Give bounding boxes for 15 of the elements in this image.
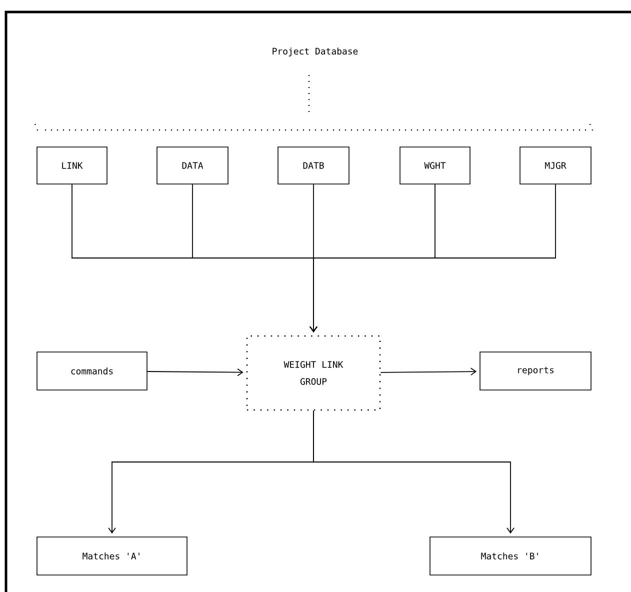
file-box: LINK — [36, 146, 108, 184]
output-box: reports — [480, 352, 592, 390]
input-box: commands — [36, 352, 148, 390]
file-box: DATB — [278, 146, 350, 184]
arrow — [146, 368, 244, 376]
output-box: Matches 'A' — [36, 536, 188, 576]
title-label: Project Database — [272, 48, 358, 56]
process-box: WEIGHT LINK GROUP — [246, 335, 381, 411]
output-box: Matches 'B' — [430, 536, 592, 576]
arrow — [310, 184, 556, 332]
file-box: MJGR — [520, 146, 592, 184]
file-box: DATA — [156, 146, 228, 184]
file-box: WGHT — [400, 146, 470, 184]
arrow — [380, 368, 477, 376]
arrow — [313, 410, 514, 534]
